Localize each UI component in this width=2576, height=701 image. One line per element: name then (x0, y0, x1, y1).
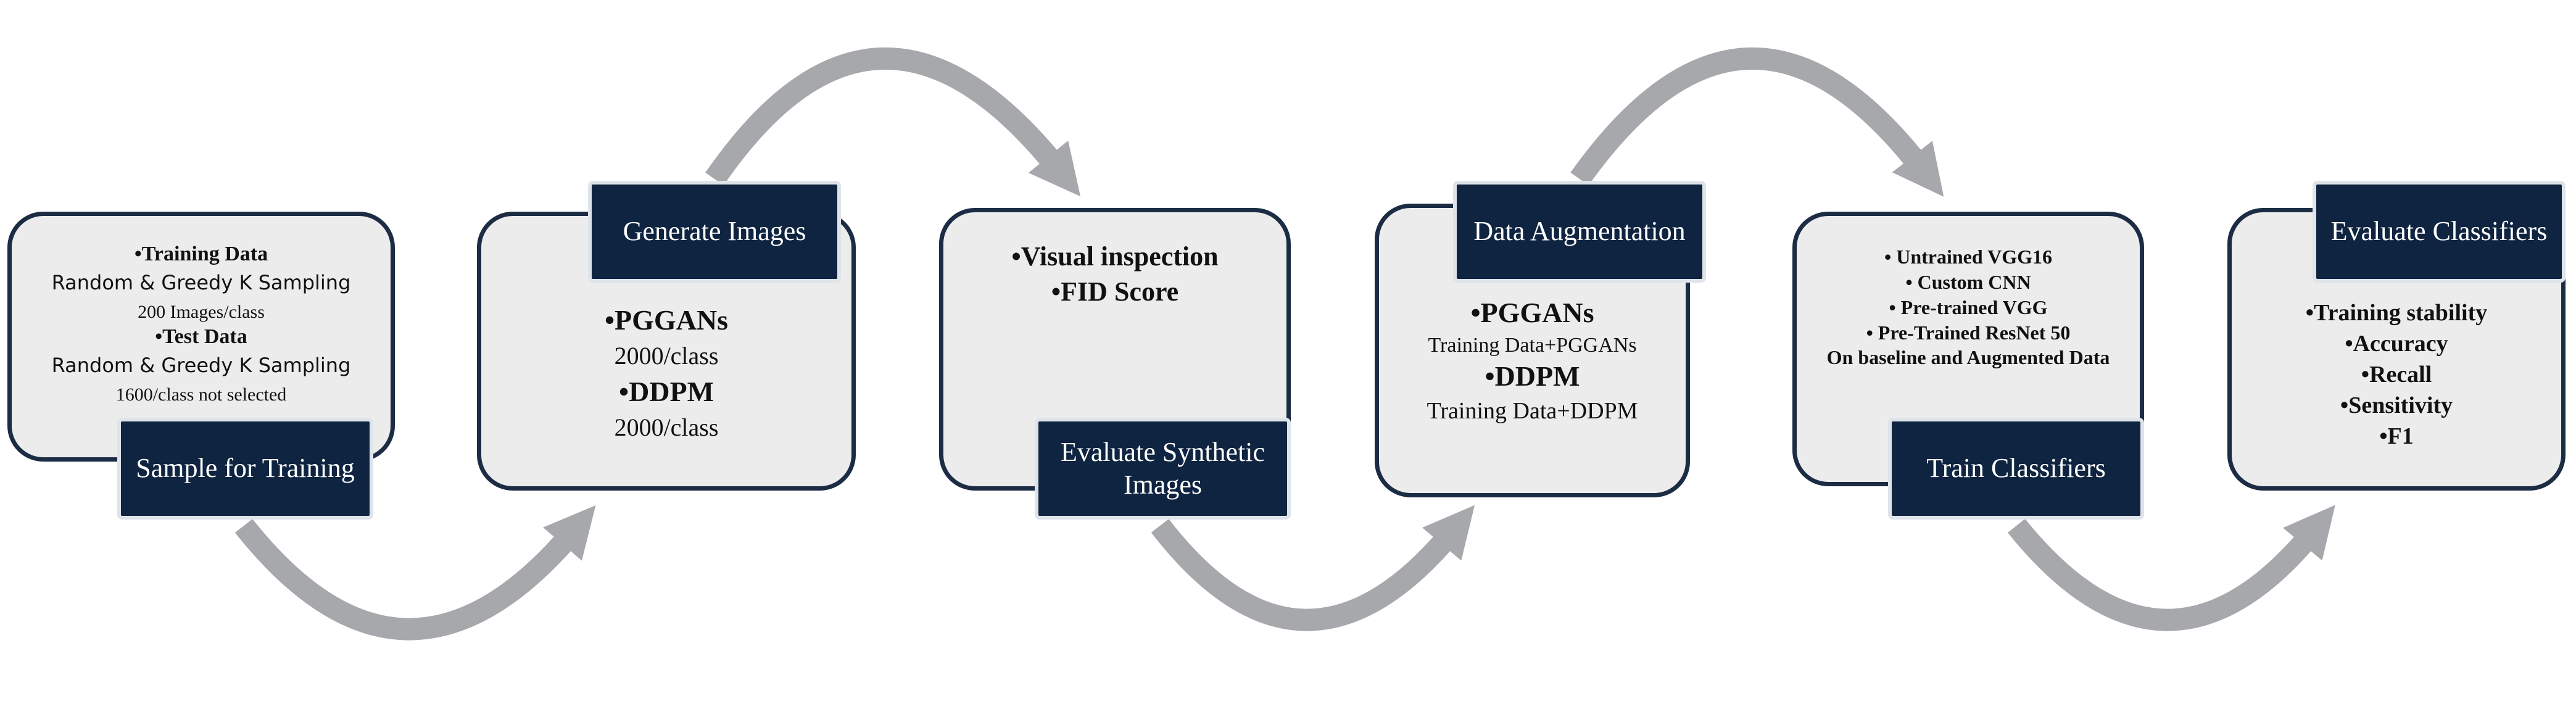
stage-evaluate-classifiers-label: Evaluate Classifiers (2313, 181, 2566, 283)
arrow-augment-to-train (1570, 47, 1944, 197)
train-pretrained-resnet50: • Pre-Trained ResNet 50 (1866, 321, 2071, 344)
generate-ddpm: •DDPM (618, 376, 714, 407)
stage-sample-content: •Training Data Random & Greedy K Samplin… (7, 243, 395, 405)
stage-evaluate-synthetic-content: •Visual inspection •FID Score (939, 241, 1291, 307)
arrow-sample-to-generate (234, 505, 596, 641)
sample-test-count: 1600/class not selected (115, 384, 287, 405)
metric-f1: •F1 (2379, 423, 2414, 449)
train-untrained-vgg16: • Untrained VGG16 (1884, 246, 2052, 268)
stage-evaluate-synthetic-label: Evaluate Synthetic Images (1035, 418, 1291, 520)
evaluate-fid-score: •FID Score (1051, 276, 1179, 307)
sample-training-method: Random & Greedy K Sampling (51, 271, 351, 294)
stage-generate-content: •PGGANs 2000/class •DDPM 2000/class (477, 304, 856, 442)
augment-pggans-detail: Training Data+PGGANs (1428, 334, 1637, 357)
metric-sensitivity: •Sensitivity (2340, 392, 2453, 418)
arrow-evaluate-to-augment (1151, 505, 1475, 631)
generate-pggans-count: 2000/class (614, 342, 719, 370)
stage-train-label: Train Classifiers (1888, 418, 2144, 520)
metric-accuracy: •Accuracy (2345, 331, 2448, 357)
evaluate-visual-inspection: •Visual inspection (1011, 241, 1219, 272)
sample-test-method: Random & Greedy K Sampling (51, 354, 351, 377)
stage-train-content: • Untrained VGG16 • Custom CNN • Pre-tra… (1792, 246, 2144, 368)
arrow-train-to-evaluate-classifiers (2007, 505, 2335, 631)
augment-ddpm-detail: Training Data+DDPM (1427, 398, 1638, 424)
train-baseline-augmented: On baseline and Augmented Data (1826, 346, 2110, 368)
augment-ddpm: •DDPM (1485, 360, 1580, 392)
train-custom-cnn: • Custom CNN (1905, 271, 2031, 293)
metric-recall: •Recall (2361, 362, 2432, 388)
metric-training-stability: •Training stability (2305, 300, 2488, 326)
stage-generate-label: Generate Images (588, 181, 841, 283)
stage-sample-label: Sample for Training (117, 418, 373, 520)
arrow-generate-to-evaluate (705, 47, 1081, 197)
sample-training-data: •Training Data (134, 243, 268, 265)
generate-ddpm-count: 2000/class (614, 413, 719, 441)
sample-test-data: •Test Data (155, 325, 247, 348)
sample-training-count: 200 Images/class (138, 302, 265, 322)
generate-pggans: •PGGANs (604, 304, 729, 336)
augment-pggans: •PGGANs (1470, 297, 1594, 328)
stage-augment-label: Data Augmentation (1453, 181, 1706, 283)
stage-augment-content: •PGGANs Training Data+PGGANs •DDPM Train… (1375, 296, 1690, 425)
train-pretrained-vgg: • Pre-trained VGG (1889, 296, 2048, 318)
stage-evaluate-classifiers-content: •Training stability •Accuracy •Recall •S… (2227, 299, 2566, 450)
